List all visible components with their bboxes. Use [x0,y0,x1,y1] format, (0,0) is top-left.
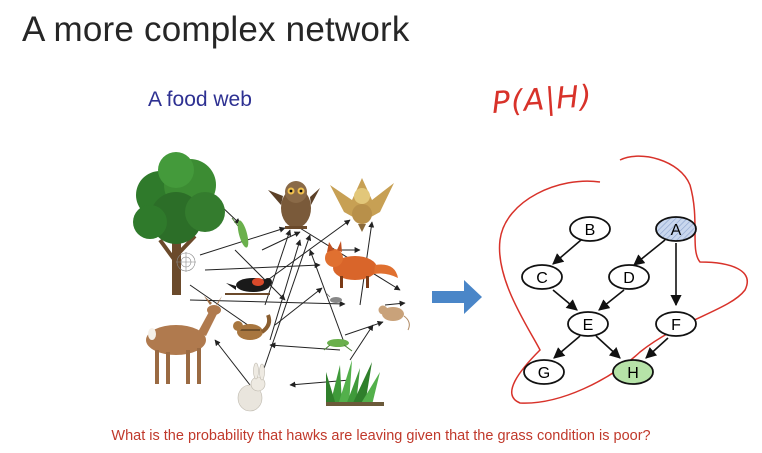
deer-icon [146,296,222,384]
slide-title: A more complex network [22,10,410,49]
bayes-network: B A C D E F G H [498,155,748,404]
grasshopper-icon [231,217,249,248]
svg-text:D: D [623,270,635,287]
svg-text:F: F [671,317,681,334]
transition-arrow [432,280,482,314]
green-grasshopper-icon [323,339,353,352]
food-web-arrows [189,204,406,388]
svg-text:C: C [536,270,548,287]
chipmunk-icon [233,314,272,340]
spider-web-icon [176,252,196,272]
hawk-icon [330,178,394,232]
svg-text:E: E [583,317,594,334]
grass-icon [326,360,384,406]
node-F: F [655,311,697,337]
svg-text:A: A [671,222,682,239]
mouse-icon [378,305,410,331]
insect-icon [325,292,342,303]
owl-icon [268,181,320,229]
svg-text:B: B [585,222,596,239]
bird-icon [225,278,272,295]
svg-text:H: H [627,365,639,382]
node-E: E [567,311,609,337]
svg-text:G: G [538,365,550,382]
node-A: A [655,216,697,242]
node-G: G [523,359,565,385]
food-web-label: A food web [148,88,252,111]
food-web-illustration [133,152,410,412]
fox-icon [325,241,398,288]
question-text: What is the probability that hawks are l… [111,428,651,444]
rabbit-icon [237,362,266,412]
node-B: B [569,216,611,242]
tree-icon [133,152,225,295]
node-D: D [608,264,650,290]
node-C: C [521,264,563,290]
node-H: H [612,359,654,385]
